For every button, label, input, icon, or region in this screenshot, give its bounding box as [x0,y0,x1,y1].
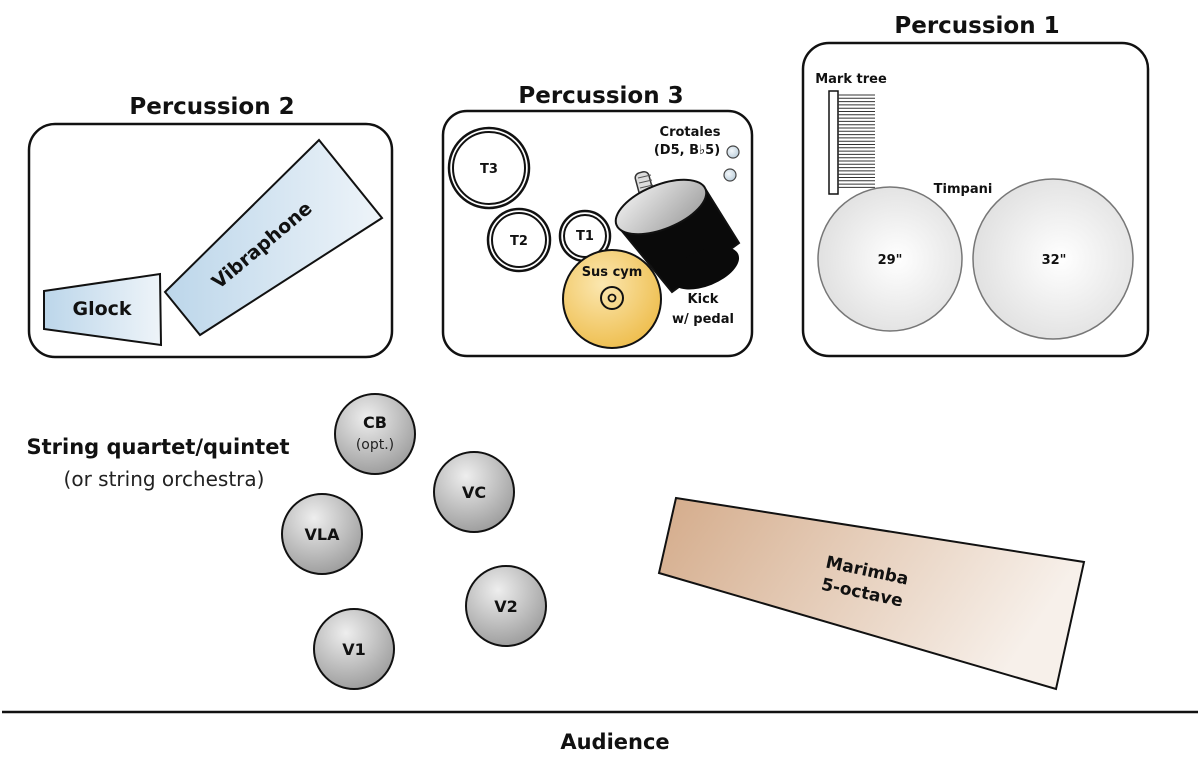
kick-label-2: w/ pedal [672,312,734,327]
suspended-cymbal[interactable]: Sus cym [562,249,662,349]
percussion-3-title: Percussion 3 [518,83,683,109]
mark-tree-bar-icon [828,90,839,195]
player-vla[interactable]: VLA [281,493,363,575]
audience-label: Audience [560,730,669,754]
kick-drum[interactable]: Kick w/ pedal [608,169,745,327]
marimba[interactable]: Marimba 5-octave [657,496,1086,691]
player-v2-label: V2 [494,597,518,616]
player-cb-sublabel: (opt.) [356,437,394,453]
player-cb[interactable]: CB (opt.) [334,393,416,475]
tom-t1-label: T1 [576,229,594,244]
percussion-1-group: Percussion 1 Mark tree Timpani 29" 32" [801,13,1150,358]
timpani-29[interactable]: 29" [817,186,963,332]
percussion-1-title: Percussion 1 [894,13,1059,39]
player-v1[interactable]: V1 [313,608,395,690]
crotale-d5-icon [726,145,740,159]
tom-t3[interactable]: T3 [447,126,531,210]
timpani-label: Timpani [934,182,993,197]
tom-t3-label: T3 [480,162,498,177]
glock[interactable]: Glock [43,272,163,347]
percussion-2-title: Percussion 2 [129,94,294,120]
timpani-32-label: 32" [1042,253,1067,268]
crotale-bb5-icon [723,168,737,182]
strings-heading: String quartet/quintet [27,435,290,459]
crotales-label-1: Crotales [660,125,721,140]
timpani-29-label: 29" [878,253,903,268]
timpani-32[interactable]: 32" [972,178,1134,340]
player-v1-label: V1 [342,640,366,659]
glock-label: Glock [72,298,131,320]
crotales-label-2: (D5, B♭5) [654,143,720,158]
player-cb-label: CB [363,413,387,432]
player-v2[interactable]: V2 [465,565,547,647]
strings-group: String quartet/quintet (or string orches… [27,393,547,690]
mark-tree-chimes-icon [838,94,875,188]
percussion-3-group: Percussion 3 T3 T2 T1 Crotales (D5, B♭5) [441,83,754,358]
cymbal-bell-icon [600,286,624,310]
crotales[interactable]: Crotales (D5, B♭5) [654,125,740,182]
vibraphone-shape [163,138,384,337]
player-vla-label: VLA [305,525,341,544]
kick-label-1: Kick [688,292,719,307]
strings-subheading: (or string orchestra) [64,467,265,491]
glock-shape [43,272,163,347]
tom-t2[interactable]: T2 [486,207,552,273]
player-vc[interactable]: VC [433,451,515,533]
marimba-shape [657,496,1086,691]
mark-tree[interactable]: Mark tree [815,72,887,195]
percussion-2-group: Percussion 2 Glock Vibraphone [27,94,394,359]
sus-cym-label: Sus cym [582,265,643,280]
mark-tree-label: Mark tree [815,72,887,87]
player-vc-label: VC [462,483,486,502]
tom-t2-label: T2 [510,234,528,249]
